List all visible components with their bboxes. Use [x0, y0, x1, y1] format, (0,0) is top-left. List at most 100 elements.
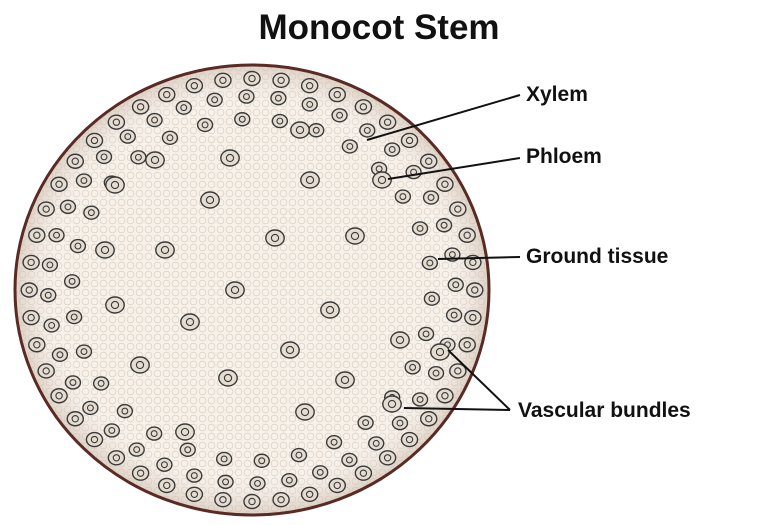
vascular-bundle: [429, 367, 444, 380]
vascular-bundle: [239, 90, 254, 103]
vascular-bundle: [313, 466, 328, 479]
vascular-bundle: [459, 228, 475, 242]
vascular-bundle: [413, 393, 428, 406]
xylem-label: Xylem: [526, 83, 588, 106]
vascular-bundle: [52, 348, 67, 361]
phloem-label: Phloem: [526, 145, 602, 168]
vascular-bundle: [459, 338, 475, 352]
vascular-bundle: [321, 302, 339, 318]
vascular-bundle: [96, 242, 114, 258]
vascular-bundle: [215, 73, 231, 87]
vascular-bundle: [437, 219, 452, 232]
vascular-bundle: [244, 72, 260, 86]
vascular-bundle: [235, 113, 250, 126]
vascular-bundle: [342, 453, 357, 466]
vascular-bundle: [176, 101, 191, 114]
vascular-bundle: [186, 487, 202, 501]
vascular-bundle: [215, 493, 231, 507]
rim-shading: [15, 65, 489, 515]
vascular-bundle: [51, 389, 67, 403]
vascular-bundle: [419, 327, 434, 340]
vascular-bundles-label: Vascular bundles: [518, 399, 691, 422]
vascular-bundle: [327, 436, 342, 449]
vascular-bundle: [97, 150, 112, 163]
vascular-bundle: [70, 240, 85, 253]
vascular-bundle: [342, 140, 357, 153]
vascular-bundle: [29, 338, 45, 352]
vascular-bundle: [133, 100, 149, 114]
vascular-bundle: [133, 466, 149, 480]
vascular-bundle: [49, 229, 64, 242]
vascular-bundle: [392, 417, 407, 430]
vascular-bundle: [369, 437, 384, 450]
vascular-bundle: [21, 283, 37, 297]
vascular-bundle: [266, 230, 284, 246]
vascular-bundle: [147, 427, 162, 440]
vascular-bundle: [244, 495, 260, 509]
vascular-bundle: [129, 443, 144, 456]
vascular-bundle: [336, 372, 354, 388]
vascular-bundle: [181, 314, 199, 330]
vascular-bundle: [401, 433, 417, 447]
vascular-bundle: [296, 404, 314, 420]
vascular-bundle: [108, 115, 124, 129]
vascular-bundle: [355, 100, 371, 114]
vascular-bundle: [380, 115, 396, 129]
vascular-bundle: [187, 469, 202, 482]
vascular-bundle: [186, 79, 202, 93]
vascular-bundle: [221, 150, 239, 166]
vascular-bundle: [424, 191, 439, 204]
vascular-bundle: [413, 222, 428, 235]
vascular-bundle: [42, 258, 57, 271]
vascular-bundle: [219, 370, 237, 386]
vascular-bundle: [467, 283, 483, 297]
vascular-bundle: [309, 124, 324, 137]
vascular-bundle: [329, 478, 345, 492]
vascular-bundle: [76, 174, 91, 187]
vascular-bundle: [108, 451, 124, 465]
vascular-bundle: [84, 206, 99, 219]
vascular-bundle: [437, 389, 453, 403]
vascular-bundle: [448, 278, 463, 291]
vascular-bundle: [159, 478, 175, 492]
vascular-bundle: [131, 357, 149, 373]
vascular-bundle: [76, 345, 91, 358]
vascular-bundle: [385, 143, 400, 156]
vascular-bundle: [291, 449, 306, 462]
vascular-bundle: [302, 487, 318, 501]
vascular-bundle: [421, 412, 437, 426]
vascular-bundle: [86, 433, 102, 447]
vascular-bundle: [94, 377, 109, 390]
vascular-bundle: [65, 275, 80, 288]
vascular-bundle: [360, 124, 375, 137]
vascular-bundle: [106, 177, 124, 193]
vascular-bundle: [421, 154, 437, 168]
vascular-bundle: [422, 256, 437, 269]
vascular-bundle: [41, 289, 56, 302]
vascular-bundle: [226, 282, 244, 298]
vascular-bundle: [272, 115, 287, 128]
vascular-bundle: [431, 344, 449, 360]
vascular-bundle: [157, 458, 172, 471]
vascular-bundle: [291, 122, 309, 138]
vascular-bundle: [159, 88, 175, 102]
vascular-bundle: [117, 405, 132, 418]
vascular-bundle: [282, 474, 297, 487]
vascular-bundle: [391, 332, 409, 348]
ground-tissue-label: Ground tissue: [526, 245, 668, 268]
vascular-bundle: [23, 255, 39, 269]
vascular-bundle: [146, 152, 164, 168]
vascular-bundle: [67, 412, 83, 426]
vascular-bundle: [44, 319, 59, 332]
vascular-bundle: [380, 451, 396, 465]
vascular-bundle: [106, 297, 124, 313]
vascular-bundle: [29, 228, 45, 242]
vascular-bundle: [86, 133, 102, 147]
vascular-bundle: [424, 292, 439, 305]
stem-cross-section: [15, 65, 489, 515]
vascular-bundle: [162, 131, 177, 144]
vascular-bundle: [120, 130, 135, 143]
vascular-bundle: [329, 88, 345, 102]
vascular-bundle: [60, 200, 75, 213]
vascular-bundle: [104, 424, 119, 437]
